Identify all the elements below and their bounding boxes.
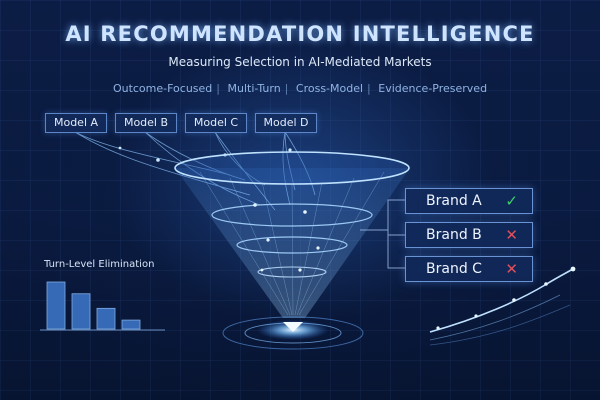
cross-icon: ✕ bbox=[505, 260, 518, 278]
page-title: AI RECOMMENDATION INTELLIGENCE bbox=[65, 22, 535, 46]
elimination-bar bbox=[46, 281, 66, 330]
model-c-box: Model C bbox=[185, 113, 247, 133]
trend-line bbox=[429, 266, 576, 346]
elimination-bar-chart bbox=[40, 281, 165, 331]
brand-c-label: Brand C bbox=[426, 261, 482, 277]
brand-c-card: Brand C ✕ bbox=[405, 256, 533, 282]
check-icon: ✓ bbox=[505, 192, 518, 210]
model-b-box: Model B bbox=[115, 113, 177, 133]
page-subtitle: Measuring Selection in AI-Mediated Marke… bbox=[168, 55, 432, 69]
tag-outcome-focused: Outcome-Focused bbox=[112, 82, 213, 95]
tag-multi-turn: Multi-Turn bbox=[227, 82, 281, 95]
elimination-label: Turn-Level Elimination bbox=[44, 259, 155, 270]
selection-funnel bbox=[174, 151, 410, 350]
elimination-bar bbox=[121, 319, 141, 330]
feature-tags: Outcome-Focused| Multi-Turn| Cross-Model… bbox=[112, 82, 488, 95]
brand-a-label: Brand A bbox=[426, 193, 482, 209]
tag-cross-model: Cross-Model bbox=[295, 82, 364, 95]
brand-b-card: Brand B ✕ bbox=[405, 222, 533, 248]
cross-icon: ✕ bbox=[505, 226, 518, 244]
model-a-box: Model A bbox=[45, 113, 107, 133]
elimination-bar bbox=[71, 293, 91, 330]
brand-a-card: Brand A ✓ bbox=[405, 188, 533, 214]
output-arrow-icon bbox=[283, 322, 303, 332]
model-d-box: Model D bbox=[255, 113, 317, 133]
brand-b-label: Brand B bbox=[426, 227, 482, 243]
brand-connectors bbox=[360, 199, 405, 269]
tag-evidence-preserved: Evidence-Preserved bbox=[378, 82, 488, 95]
elimination-bar bbox=[96, 307, 116, 330]
